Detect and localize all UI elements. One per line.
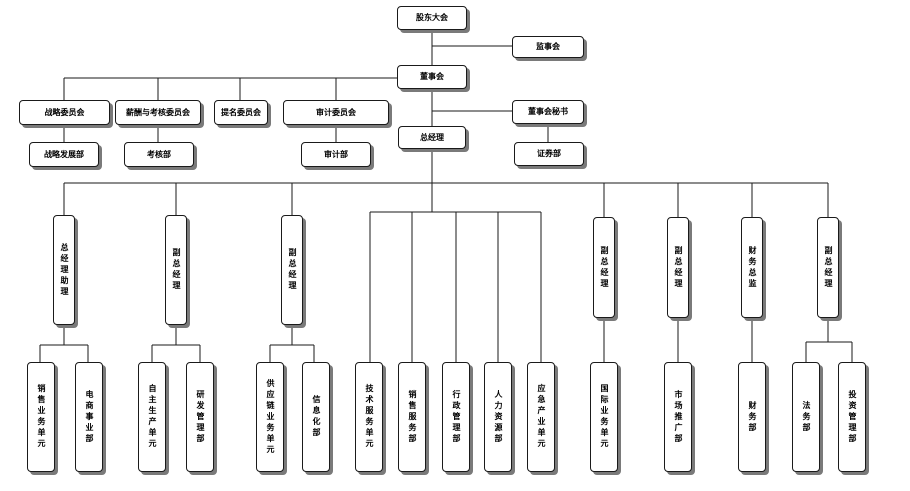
node-hr-dept[interactable]: 人力资源部 xyxy=(484,362,512,472)
node-label: 信息化部 xyxy=(312,395,321,439)
node-label: 财务总监 xyxy=(748,245,757,290)
node-label: 战略委员会 xyxy=(44,107,85,117)
node-label: 技术服务单元 xyxy=(365,384,374,450)
node-sales-service-dept[interactable]: 销售服务部 xyxy=(398,362,426,472)
node-label: 提名委员会 xyxy=(221,107,261,117)
node-sales-business-unit[interactable]: 销售业务单元 xyxy=(27,362,55,472)
node-cfo[interactable]: 财务总监 xyxy=(741,217,763,318)
node-audit-dept[interactable]: 审计部 xyxy=(301,142,371,167)
node-label: 副总经理 xyxy=(172,248,181,292)
node-label: 董事会秘书 xyxy=(528,107,568,116)
node-label: 总经理助理 xyxy=(60,242,69,298)
node-tech-service-unit[interactable]: 技术服务单元 xyxy=(355,362,383,472)
node-nomination-committee[interactable]: 提名委员会 xyxy=(214,100,268,125)
node-label: 总经理 xyxy=(420,132,444,142)
node-general-manager[interactable]: 总经理 xyxy=(398,126,466,149)
node-emergency-industry-unit[interactable]: 应急产业单元 xyxy=(527,362,555,472)
node-deputy-gm-1[interactable]: 副总经理 xyxy=(165,215,187,325)
node-strategy-dev-dept[interactable]: 战略发展部 xyxy=(29,142,99,167)
node-label: 市场推广部 xyxy=(674,389,683,445)
node-rd-management-dept[interactable]: 研发管理部 xyxy=(186,362,214,472)
node-deputy-gm-3[interactable]: 副总经理 xyxy=(593,217,615,318)
node-label: 考核部 xyxy=(147,149,171,159)
node-assessment-dept[interactable]: 考核部 xyxy=(124,142,194,167)
node-label: 人力资源部 xyxy=(494,389,503,445)
node-label: 战略发展部 xyxy=(44,149,84,159)
node-supervisory-board[interactable]: 监事会 xyxy=(512,36,584,58)
node-label: 证券部 xyxy=(537,149,561,158)
node-gm-assistant[interactable]: 总经理助理 xyxy=(53,215,75,325)
node-deputy-gm-5[interactable]: 副总经理 xyxy=(817,217,839,318)
node-legal-dept[interactable]: 法务部 xyxy=(792,362,820,472)
node-label: 副总经理 xyxy=(600,245,609,290)
node-label: 审计部 xyxy=(324,149,348,159)
node-label: 副总经理 xyxy=(288,248,297,292)
node-board-secretary[interactable]: 董事会秘书 xyxy=(512,100,584,124)
node-marketing-dept[interactable]: 市场推广部 xyxy=(664,362,692,472)
node-finance-dept[interactable]: 财务部 xyxy=(738,362,766,472)
node-admin-dept[interactable]: 行政管理部 xyxy=(442,362,470,472)
node-shareholders-meeting[interactable]: 股东大会 xyxy=(397,6,467,30)
node-label: 应急产业单元 xyxy=(537,384,546,450)
node-securities-dept[interactable]: 证券部 xyxy=(514,142,584,166)
node-label: 行政管理部 xyxy=(452,389,461,445)
node-label: 股东大会 xyxy=(416,13,448,22)
node-audit-committee[interactable]: 审计委员会 xyxy=(283,100,389,125)
node-label: 财务部 xyxy=(748,400,757,434)
node-label: 薪酬与考核委员会 xyxy=(126,107,190,117)
node-it-dept[interactable]: 信息化部 xyxy=(302,362,330,472)
node-label: 审计委员会 xyxy=(316,107,356,117)
node-label: 销售服务部 xyxy=(408,389,417,445)
node-deputy-gm-2[interactable]: 副总经理 xyxy=(281,215,303,325)
node-label: 自主生产单元 xyxy=(148,384,157,450)
node-label: 投资管理部 xyxy=(848,389,857,445)
node-label: 研发管理部 xyxy=(196,389,205,445)
node-label: 董事会 xyxy=(420,72,444,81)
node-strategy-committee[interactable]: 战略委员会 xyxy=(19,100,110,125)
node-label: 国际业务单元 xyxy=(600,384,609,450)
node-investment-management-dept[interactable]: 投资管理部 xyxy=(838,362,866,472)
node-board-of-directors[interactable]: 董事会 xyxy=(397,65,467,89)
node-production-unit[interactable]: 自主生产单元 xyxy=(138,362,166,472)
node-label: 供应链业务单元 xyxy=(266,378,275,456)
node-label: 法务部 xyxy=(802,400,811,434)
node-ecommerce-division[interactable]: 电商事业部 xyxy=(75,362,103,472)
node-international-business-unit[interactable]: 国际业务单元 xyxy=(590,362,618,472)
node-label: 监事会 xyxy=(536,42,560,51)
node-label: 副总经理 xyxy=(824,245,833,290)
node-label: 副总经理 xyxy=(674,245,683,290)
node-deputy-gm-4[interactable]: 副总经理 xyxy=(667,217,689,318)
node-label: 销售业务单元 xyxy=(37,384,46,450)
node-label: 电商事业部 xyxy=(85,389,94,445)
node-compensation-committee[interactable]: 薪酬与考核委员会 xyxy=(115,100,201,125)
node-supply-chain-unit[interactable]: 供应链业务单元 xyxy=(256,362,284,472)
